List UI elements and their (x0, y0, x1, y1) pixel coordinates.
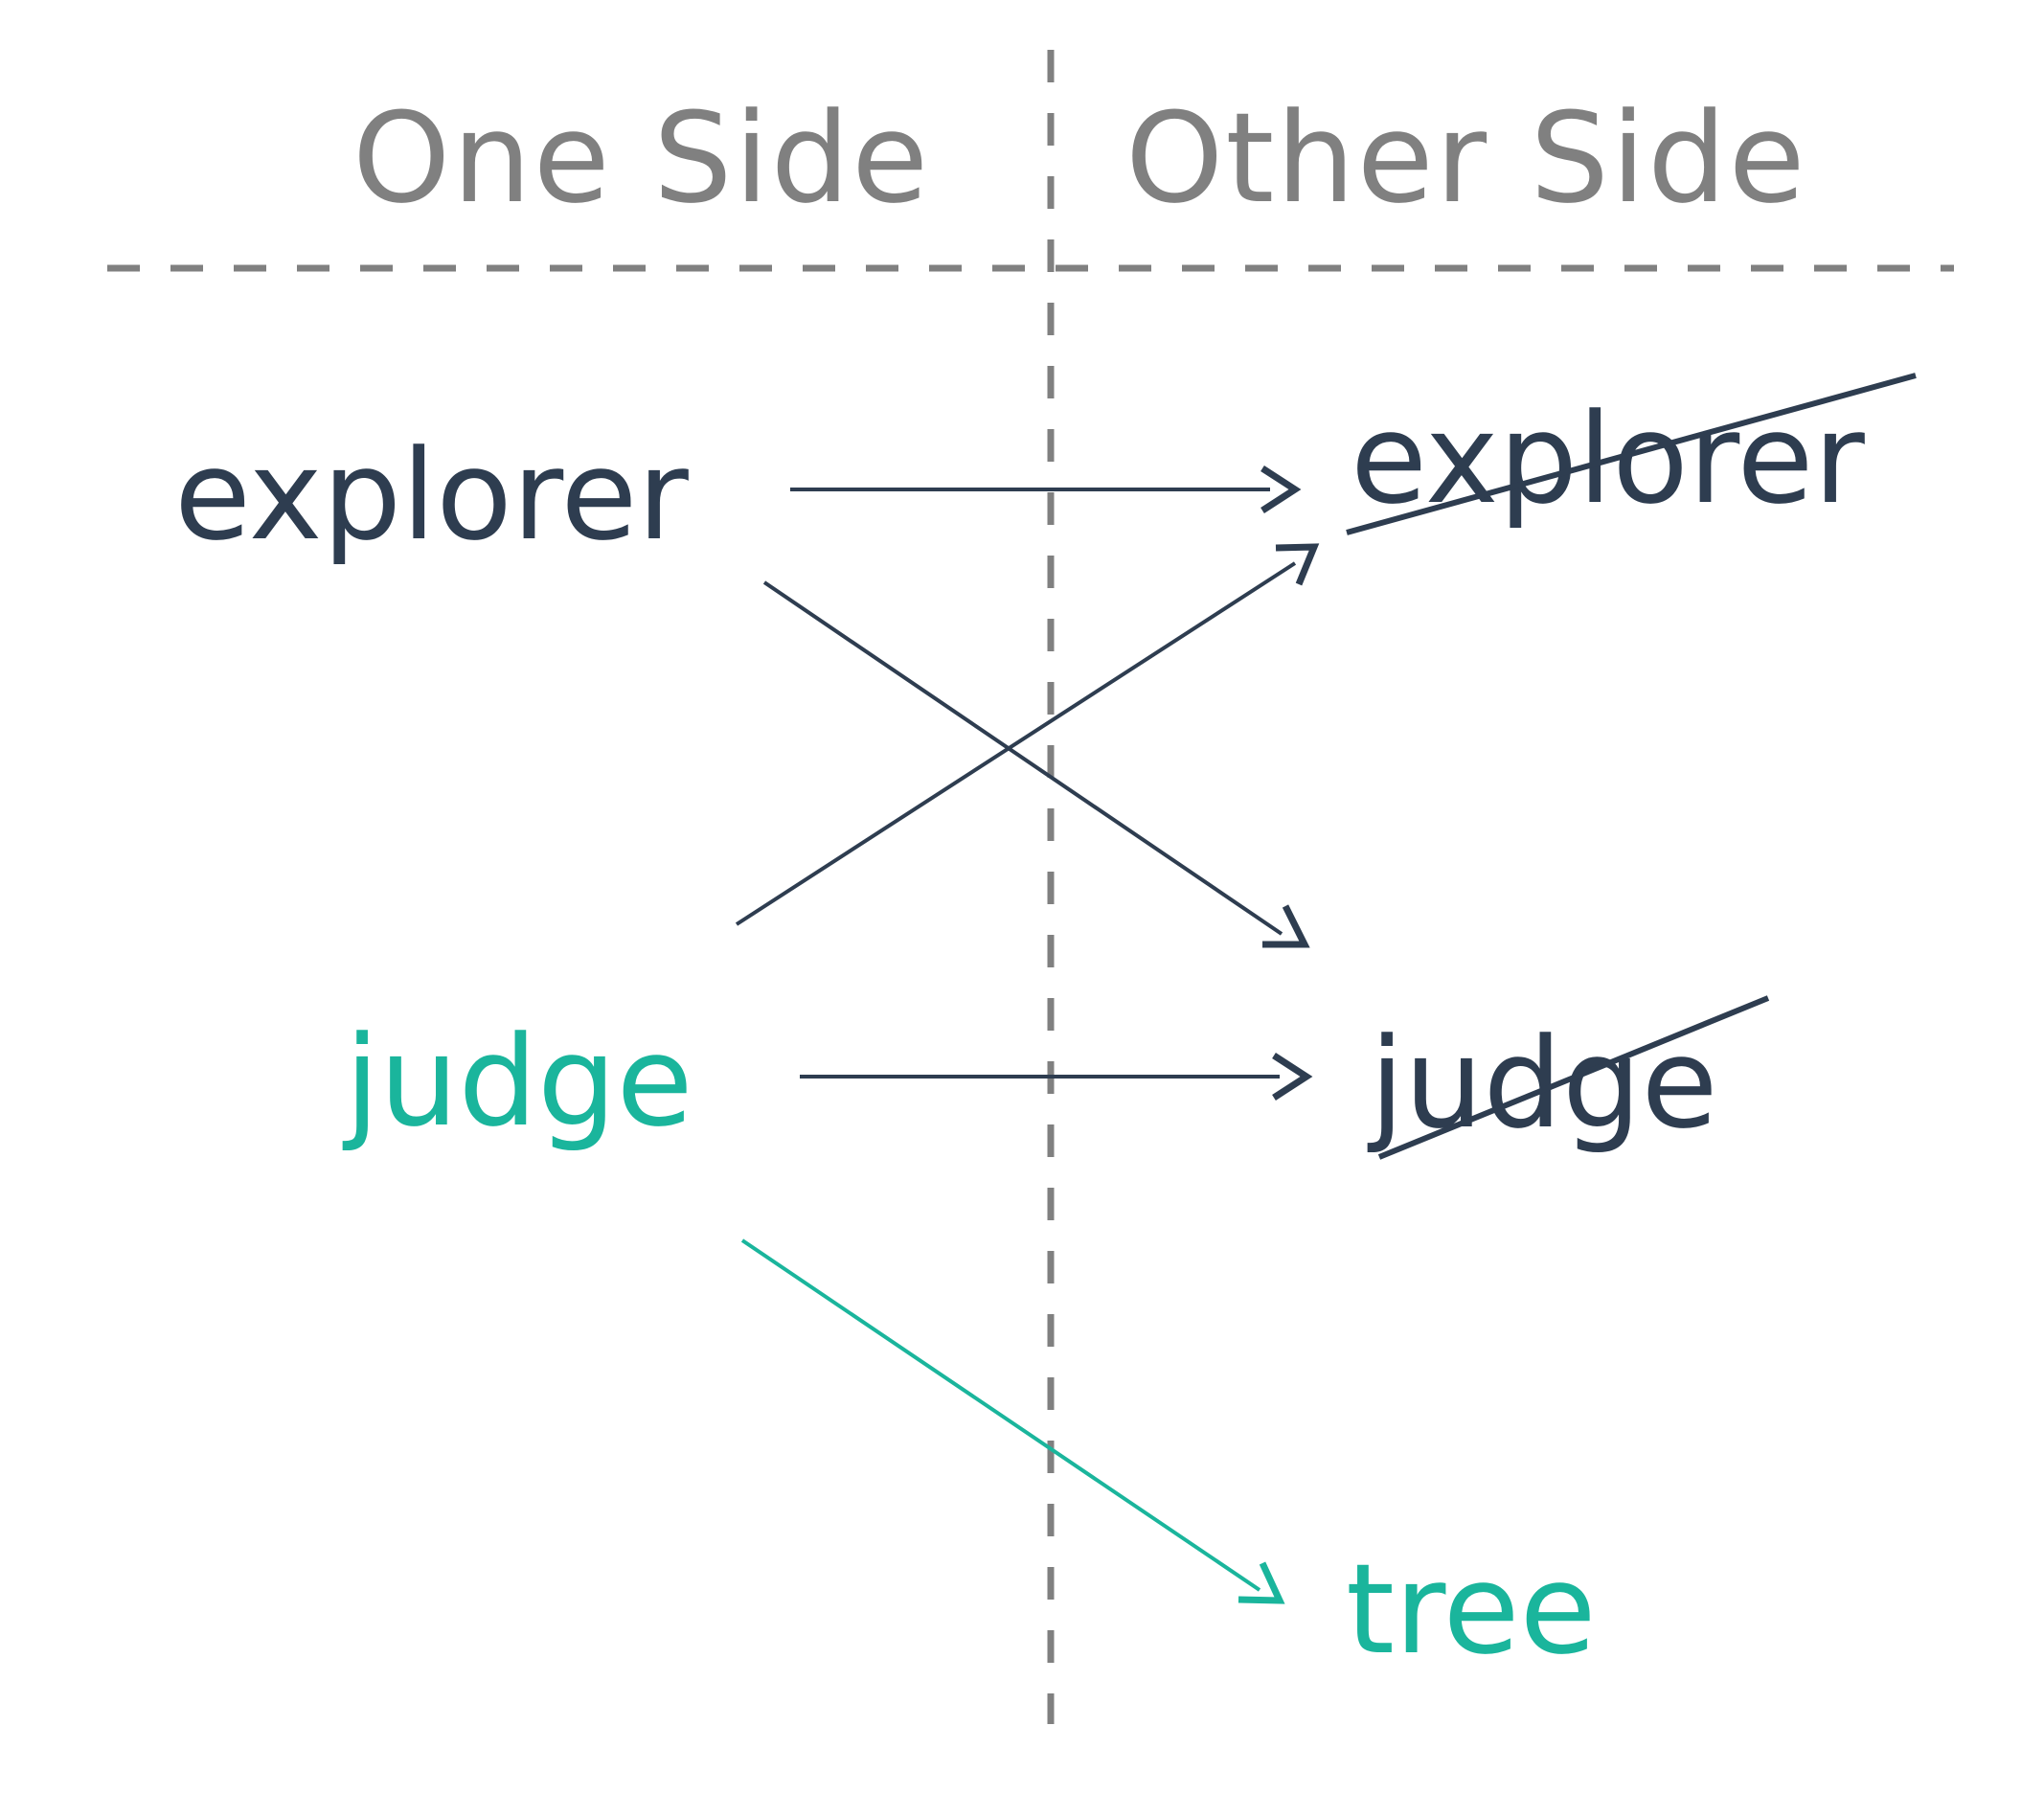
header-one-side: One Side (352, 85, 930, 231)
arrow-judge-to-judge (800, 1053, 1313, 1101)
arrow-explorer-to-judge (762, 580, 1310, 948)
arrow-judge-to-explorer (735, 543, 1320, 926)
right-word-tree: tree (1346, 1536, 1597, 1682)
left-word-explorer: explorer (174, 422, 689, 568)
strikethrough-judge (1377, 995, 1770, 1160)
strikethrough-explorer (1346, 373, 1917, 535)
right-word-judge: judge (1367, 1011, 1718, 1156)
left-word-judge: judge (342, 1009, 693, 1154)
arrow-explorer-to-explorer (790, 466, 1302, 513)
arrow-judge-to-tree (740, 1238, 1285, 1604)
header-other-side: Other Side (1125, 85, 1807, 231)
